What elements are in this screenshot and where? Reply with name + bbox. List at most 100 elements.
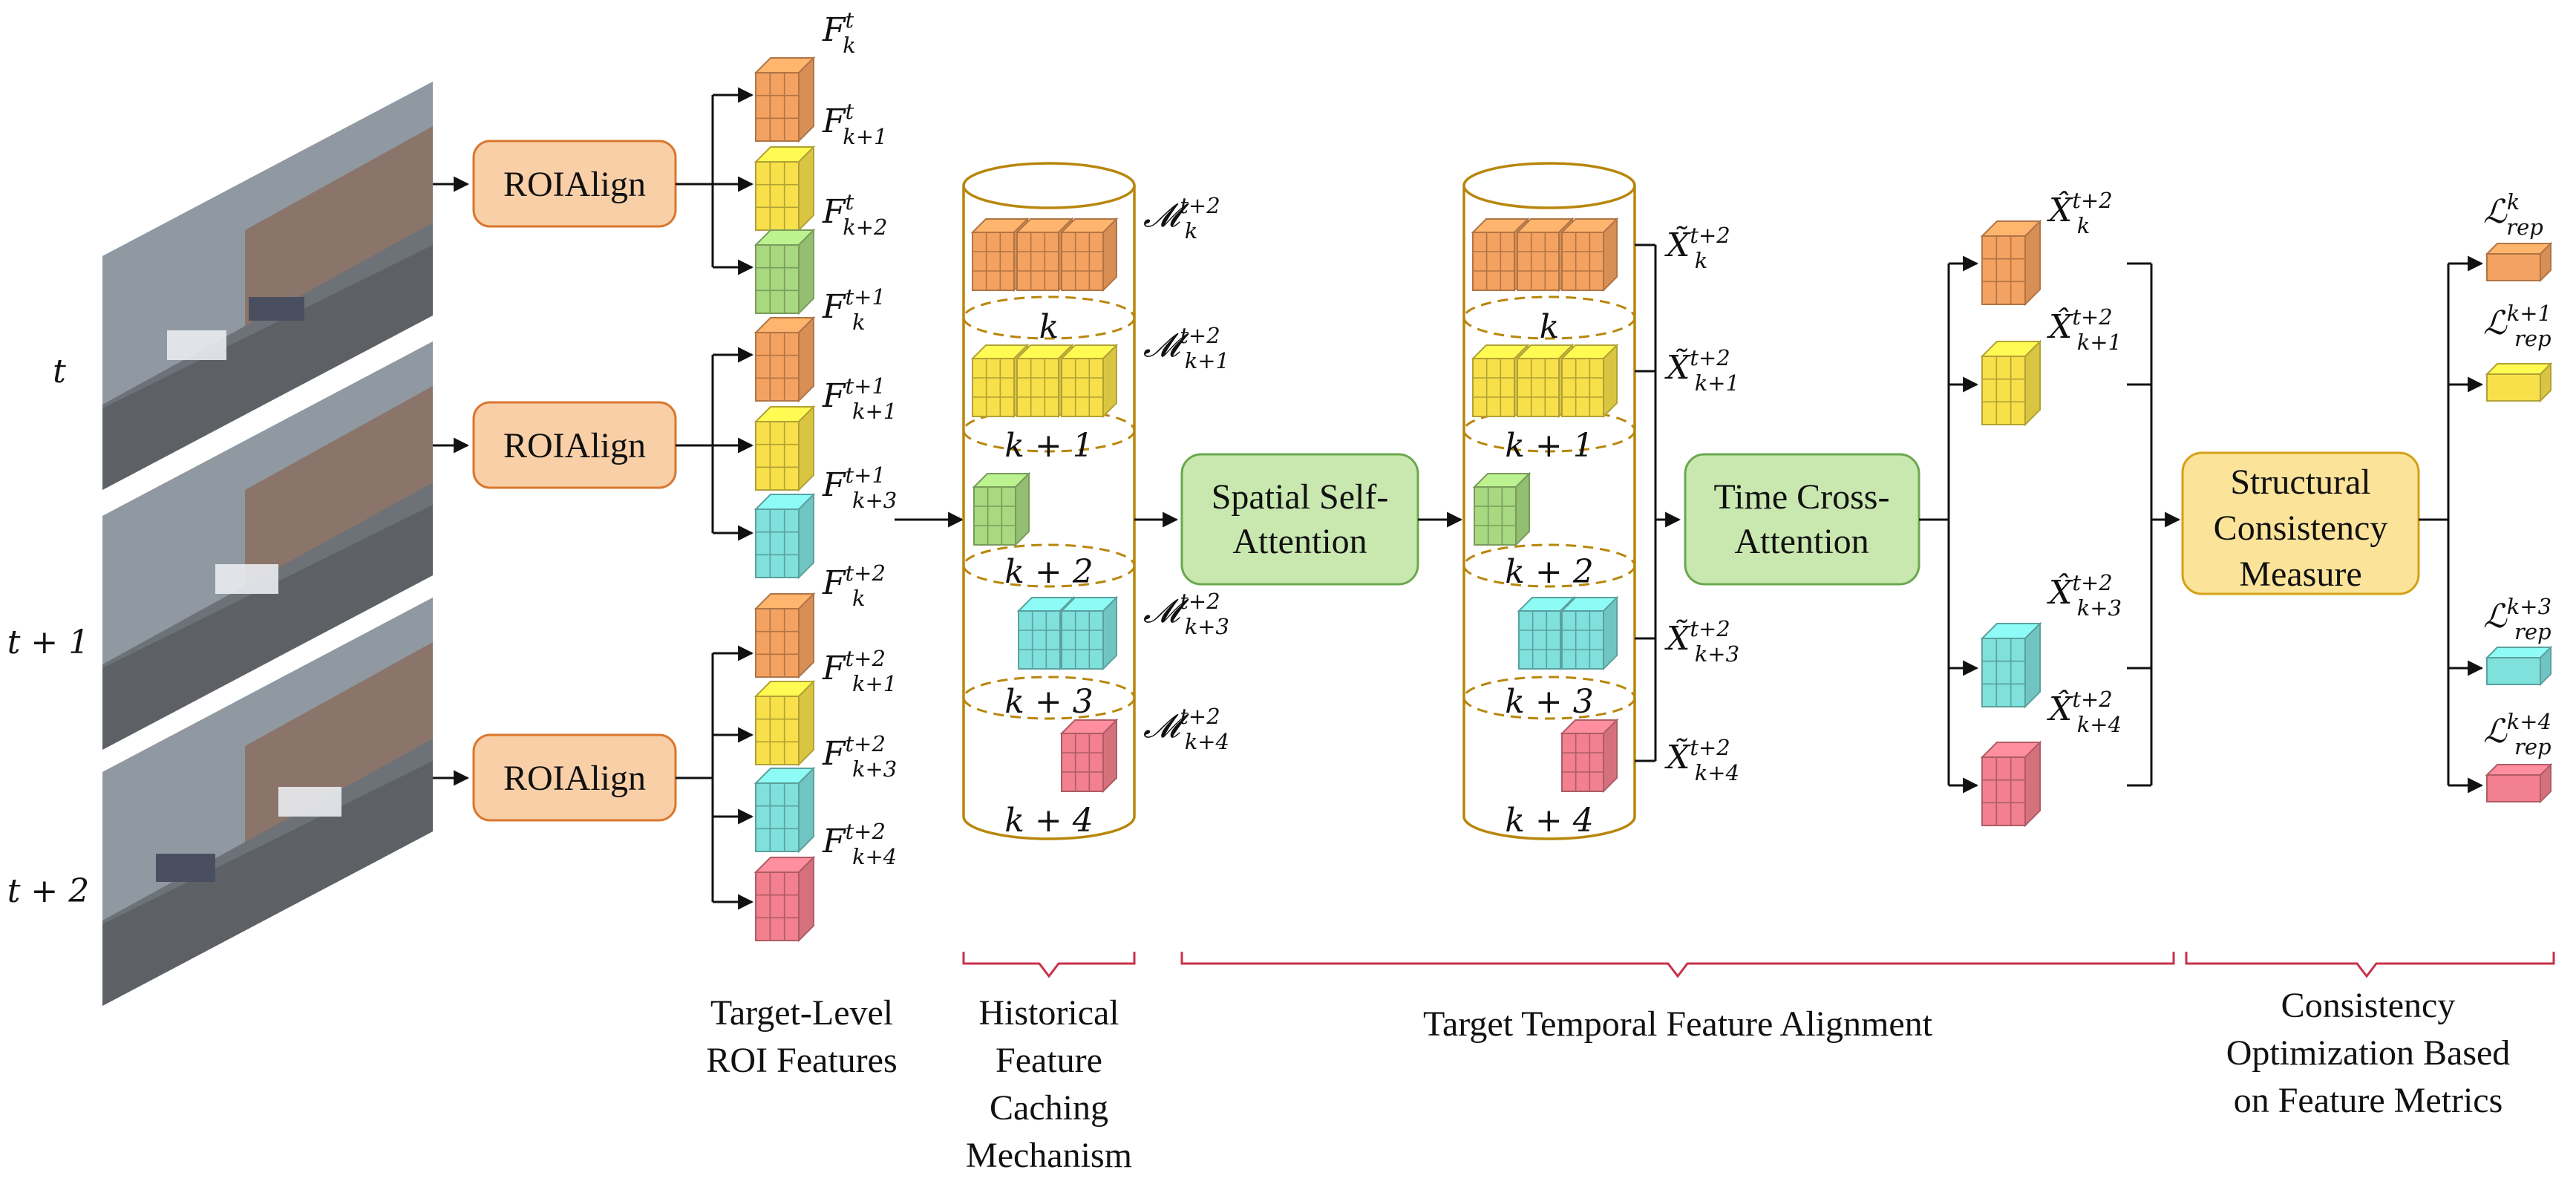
input-frames: [102, 82, 433, 1006]
cache2-cube-green: [1472, 471, 1531, 547]
cache1-cubes: [970, 217, 1119, 794]
cache1-cube-pink: [1059, 718, 1119, 794]
cache2-cube-orange: [1560, 217, 1619, 292]
time-label-line2: Attention: [1734, 522, 1869, 561]
roi-feature-cubes: [753, 56, 816, 943]
spatial-label-line2: Attention: [1232, 522, 1367, 561]
section-braces: [962, 952, 2555, 978]
aligned-cube-yellow: [1980, 339, 2042, 427]
loss-token-orange: [2485, 241, 2553, 283]
structural-consistency-module: Structural Consistency Measure: [2181, 451, 2420, 595]
loss-token-cyan: [2485, 645, 2553, 687]
frame-t-plus-1: [102, 341, 433, 750]
caption-opt-line2: Optimization Based: [2226, 1033, 2511, 1073]
aligned-cache-cylinder: [1462, 162, 1636, 840]
roi-feature-cube-pink: [753, 855, 816, 943]
scm-label-line3: Measure: [2239, 555, 2361, 594]
cache1-cube-cyan: [1016, 595, 1076, 671]
roialign-label: ROIAlign: [503, 165, 646, 204]
brace-align: [1180, 952, 2175, 978]
time-cross-attention-module: Time Cross- Attention: [1684, 453, 1920, 586]
caption-opt-line1: Consistency: [2281, 986, 2456, 1025]
caption-align: Target Temporal Feature Alignment: [1423, 1004, 1933, 1044]
cache2-slot-k1: k + 1: [1505, 427, 1594, 465]
aligned-output-cubes: [1980, 219, 2042, 828]
caption-cache-line4: Mechanism: [966, 1136, 1132, 1175]
cache2-cube-cyan: [1560, 595, 1619, 671]
cache2-slot-k4: k + 4: [1505, 802, 1594, 840]
caption-cache-line1: Historical: [978, 993, 1119, 1033]
hat-bracket: [2127, 262, 2179, 787]
roi-feature-cube-orange: [753, 56, 816, 143]
cache2-cube-yellow: [1560, 343, 1619, 419]
roi-feature-cube-yellow: [753, 145, 816, 232]
cache-slot-k: k: [1039, 308, 1059, 346]
caption-cache-line2: Feature: [996, 1041, 1102, 1080]
cache1-cube-orange: [1059, 217, 1119, 292]
cache2-slot-k3: k + 3: [1505, 683, 1594, 721]
roi-feature-cube-yellow: [753, 679, 816, 767]
roialign-label: ROIAlign: [503, 426, 646, 465]
caption-roi-line1: Target-Level: [710, 993, 893, 1033]
time-label-line1: Time Cross-: [1714, 477, 1890, 517]
roialign-module-t: ROIAlign: [433, 140, 677, 228]
scm-label-line1: Structural: [2230, 462, 2370, 502]
loss-token-yellow: [2485, 362, 2553, 403]
time-fanout-wires: [1919, 255, 1979, 794]
roi-feature-cube-cyan: [753, 492, 816, 580]
cache-slot-k4: k + 4: [1004, 802, 1094, 840]
scm-label-line2: Consistency: [2214, 509, 2388, 548]
loss-token-pink: [2485, 762, 2553, 804]
roi-feature-cube-yellow: [753, 405, 816, 492]
cache2-cubes: [1471, 217, 1619, 794]
cache2-slot-k2: k + 2: [1505, 553, 1594, 591]
brace-opt: [2185, 952, 2555, 978]
cache2-slot-labels: k k + 1 k + 2 k + 3 k + 4: [1505, 308, 1594, 840]
cache1-cube-yellow: [1059, 343, 1119, 419]
cache-slot-k2: k + 2: [1004, 553, 1094, 591]
loss-fanout-wires: [2419, 255, 2484, 794]
spatial-label-line1: Spatial Self-: [1212, 477, 1389, 517]
aligned-cube-cyan: [1980, 621, 2042, 709]
cache-slot-k1: k + 1: [1004, 427, 1094, 465]
roialign-module-t-plus-2: ROIAlign: [433, 733, 677, 822]
spatial-self-attention-module: Spatial Self- Attention: [1180, 453, 1419, 586]
frame-label-t-plus-1: t + 1: [7, 624, 90, 661]
brace-cache: [962, 952, 1136, 978]
aligned-cube-pink: [1980, 740, 2042, 828]
cache-slot-k3: k + 3: [1004, 683, 1094, 721]
cache1-cube-cyan: [1059, 595, 1119, 671]
roialign-module-t-plus-1: ROIAlign: [433, 401, 677, 489]
frame-t-plus-2: [102, 598, 433, 1006]
caption-opt-line3: on Feature Metrics: [2234, 1081, 2503, 1120]
roi-feature-cube-cyan: [753, 766, 816, 854]
cache-slot-labels: k k + 1 k + 2 k + 3 k + 4: [1004, 308, 1094, 840]
caption-cache-line3: Caching: [990, 1088, 1108, 1128]
roi-feature-cube-green: [753, 228, 816, 315]
cache1-cube-green: [972, 471, 1031, 547]
frame-label-t: t: [53, 353, 66, 390]
